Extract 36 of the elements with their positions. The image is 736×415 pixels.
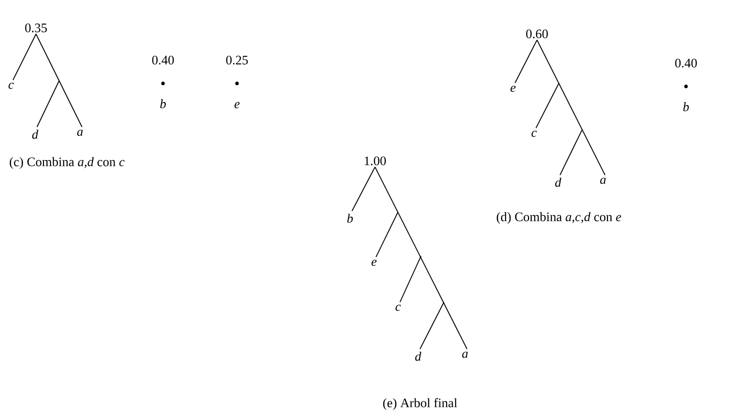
node-label: e (234, 102, 240, 108)
leaf-label: a (77, 130, 83, 136)
leaf-label: e (372, 260, 377, 266)
leaf-label: d (555, 178, 562, 187)
tree-branch (36, 80, 60, 128)
weight-label: 0.60 (526, 30, 548, 38)
leaf-label: d (32, 130, 38, 139)
leaf-label: d (415, 352, 422, 361)
leaf-label: c (396, 304, 401, 311)
tree-branch (514, 40, 538, 84)
figure-caption: (c) Combina a,d con c (10, 157, 125, 169)
node-label: 0.25 (226, 56, 248, 65)
leaf-label: b (347, 214, 353, 223)
leaf-label: c (8, 82, 14, 89)
node-label: 0.40 (152, 56, 174, 65)
figure-caption: (d) Combina a,c,d con e (496, 212, 622, 224)
node-label: 0.40 (675, 58, 697, 68)
figure-caption: (e) Arbol final (383, 398, 458, 410)
leaf-label: c (532, 130, 537, 137)
tree-branch (536, 82, 560, 128)
tree-branch (420, 302, 444, 350)
tree-branch (36, 34, 82, 128)
tree-branch (352, 166, 376, 212)
leaf-label: a (600, 178, 606, 184)
tree-branch (376, 212, 398, 258)
weight-label: 0.35 (25, 24, 47, 32)
node-label: b (683, 102, 689, 112)
weight-label: 1.00 (364, 156, 386, 166)
tree-branch (374, 166, 468, 350)
leaf-label: e (510, 86, 516, 92)
tree-branch (560, 130, 582, 176)
node-label: b (160, 99, 166, 108)
tree-branch (536, 40, 606, 176)
tree-branch (12, 34, 36, 80)
leaf-label: a (462, 352, 468, 358)
tree-branch (400, 256, 422, 302)
